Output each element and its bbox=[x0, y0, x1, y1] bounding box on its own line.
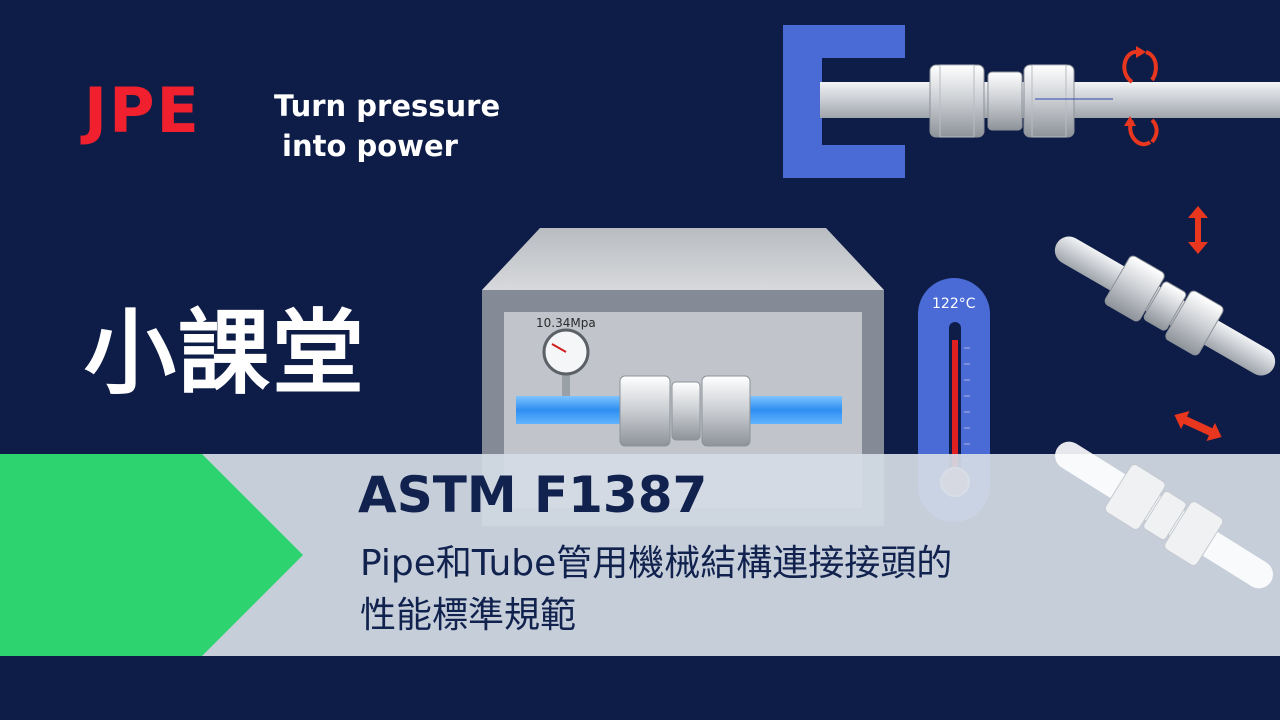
pressure-gauge-icon bbox=[542, 328, 590, 396]
jpe-logo: JPE bbox=[84, 74, 201, 147]
description-line-2: 性能標準規範 bbox=[360, 595, 577, 636]
clamp-pipe-illustration bbox=[783, 25, 1280, 178]
description-line-1: Pipe和Tube管用機械結構連接接頭的 bbox=[360, 543, 953, 584]
tagline-line-2: into power bbox=[282, 129, 458, 163]
standard-description: Pipe和Tube管用機械結構連接接頭的 性能標準規範 bbox=[360, 538, 952, 642]
water-pipe-left bbox=[516, 396, 628, 424]
diagonal-arrows-icon bbox=[1174, 411, 1222, 441]
section-title: 小課堂 bbox=[84, 300, 367, 407]
tilted-fitting-upper bbox=[1054, 236, 1276, 376]
vertical-arrows-icon bbox=[1188, 206, 1208, 254]
pressure-gauge-label: 10.34Mpa bbox=[536, 316, 596, 330]
clamp-icon bbox=[783, 25, 905, 178]
water-pipe-right bbox=[750, 396, 842, 424]
tagline: Turn pressure into power bbox=[274, 86, 500, 166]
temperature-label: 122°C bbox=[932, 296, 976, 312]
tilted-fitting-lower bbox=[1055, 441, 1273, 589]
standard-code: ASTM F1387 bbox=[358, 466, 708, 524]
tagline-line-1: Turn pressure bbox=[274, 89, 501, 123]
green-arrow-icon bbox=[0, 454, 303, 656]
